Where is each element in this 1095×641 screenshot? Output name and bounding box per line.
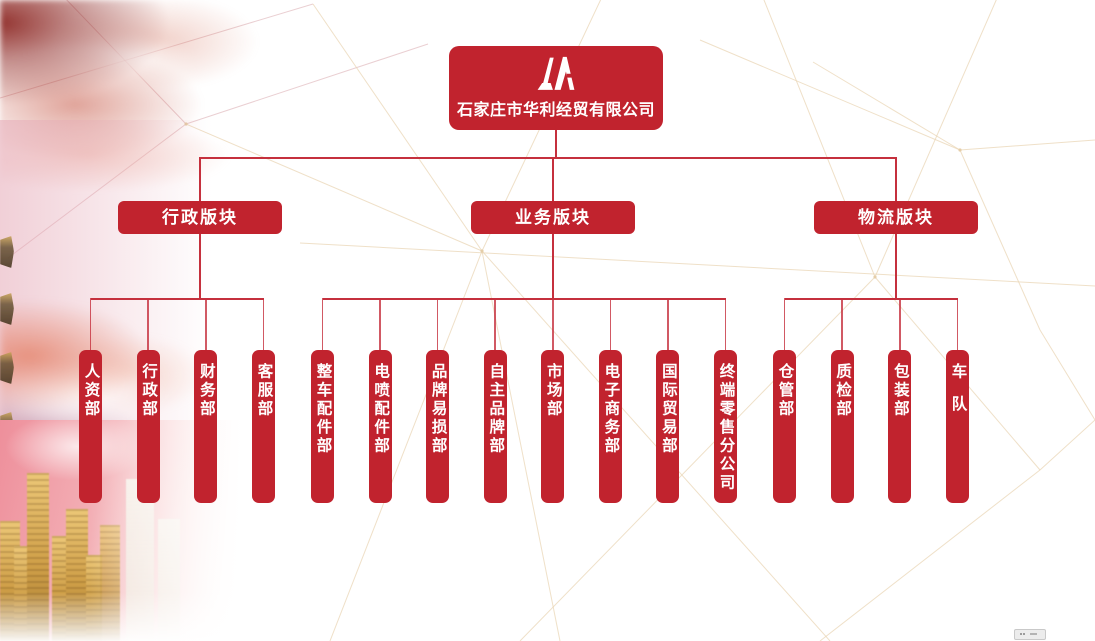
- department-label: 包装部: [891, 363, 909, 419]
- department-box[interactable]: 质检部: [830, 298, 854, 503]
- department-box[interactable]: 市场部: [541, 298, 565, 503]
- dot-icon: [1023, 633, 1025, 635]
- department-box[interactable]: 车队: [945, 298, 969, 503]
- department-row: 人资部 行政部 财务部 客服部: [79, 298, 275, 503]
- section-header[interactable]: 业务版块: [471, 157, 635, 298]
- connector-root-stub: [555, 129, 557, 157]
- department-box[interactable]: 自主品牌部: [483, 298, 507, 503]
- department-label: 财务部: [197, 363, 215, 419]
- department-label: 自主品牌部: [487, 363, 505, 456]
- department-box[interactable]: 客服部: [251, 298, 275, 503]
- department-label: 整车配件部: [314, 363, 332, 456]
- department-label: 客服部: [255, 363, 273, 419]
- department-box[interactable]: 终端零售分公司: [713, 298, 737, 503]
- dot-icon: [1020, 633, 1022, 635]
- department-box[interactable]: 包装部: [888, 298, 912, 503]
- department-box[interactable]: 仓管部: [773, 298, 796, 503]
- company-root-node[interactable]: 石家庄市华利经贸有限公司: [449, 46, 663, 130]
- section-header[interactable]: 物流版块: [814, 157, 978, 298]
- department-box[interactable]: 整车配件部: [311, 298, 334, 503]
- department-box[interactable]: 电子商务部: [598, 298, 622, 503]
- section-header[interactable]: 行政版块: [118, 157, 282, 298]
- department-label: 终端零售分公司: [717, 363, 735, 493]
- department-box[interactable]: 人资部: [79, 298, 102, 503]
- department-box[interactable]: 电喷配件部: [368, 298, 392, 503]
- connector-group-rail: [784, 298, 958, 300]
- department-label: 质检部: [834, 363, 852, 419]
- department-box[interactable]: 财务部: [194, 298, 218, 503]
- company-name: 石家庄市华利经贸有限公司: [456, 102, 655, 119]
- department-label: 电子商务部: [602, 363, 620, 456]
- department-label: 国际贸易部: [659, 363, 677, 456]
- mini-scrollbar[interactable]: [1014, 629, 1046, 640]
- company-logo-icon: [537, 56, 575, 90]
- department-label: 仓管部: [776, 363, 794, 419]
- department-row: 仓管部 质检部 包装部 车队: [773, 298, 969, 503]
- department-box[interactable]: 国际贸易部: [656, 298, 680, 503]
- department-label: 车队: [949, 363, 967, 429]
- connector-top-rail: [200, 157, 896, 159]
- dash-icon: [1030, 633, 1037, 635]
- department-label: 电喷配件部: [372, 363, 390, 456]
- department-row: 整车配件部 电喷配件部 品牌易损部 自主品牌部 市场部 电子商务部 国际贸易部 …: [311, 298, 737, 503]
- connector-group-rail: [90, 298, 264, 300]
- connector-group-rail: [322, 298, 726, 300]
- department-label: 品牌易损部: [429, 363, 447, 456]
- department-box[interactable]: 品牌易损部: [426, 298, 450, 503]
- department-label: 行政部: [140, 363, 158, 419]
- department-label: 市场部: [544, 363, 562, 419]
- department-label: 人资部: [82, 363, 100, 419]
- department-box[interactable]: 行政部: [136, 298, 160, 503]
